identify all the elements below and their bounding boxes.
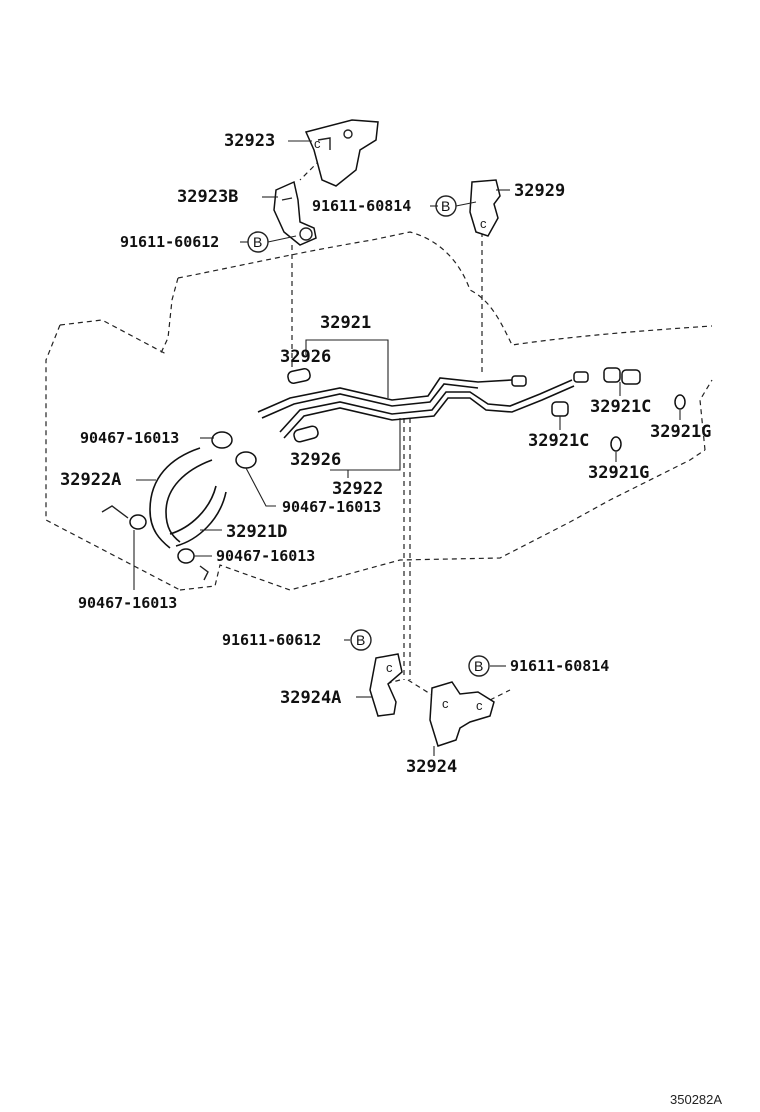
figure-code: 350282A <box>670 1092 722 1107</box>
label-91611-60612-low: 91611-60612 <box>222 631 321 649</box>
label-32923: 32923 <box>224 131 275 151</box>
transmission-outline <box>45 231 713 591</box>
label-90467-16013-bottom: 90467-16013 <box>78 594 177 612</box>
label-32921G-right: 32921G <box>650 422 711 442</box>
hose-32922A <box>149 447 213 549</box>
label-32926-top: 32926 <box>280 347 331 367</box>
fitting-32921C-right <box>603 367 641 385</box>
ring-32921G-left <box>610 436 622 452</box>
hose-32921D <box>101 485 227 581</box>
label-32926-bottom: 32926 <box>290 450 341 470</box>
clip-90467-top <box>211 431 233 449</box>
label-91611-60814-low: 91611-60814 <box>510 657 609 675</box>
callout-b-low-left: B <box>350 629 372 651</box>
label-91611-60814-top: 91611-60814 <box>312 197 411 215</box>
guide-lines <box>291 159 511 701</box>
svg-text:c: c <box>314 136 321 151</box>
bracket-32924: c c <box>429 681 495 747</box>
hose-32926-bottom <box>293 425 319 443</box>
label-32929: 32929 <box>514 181 565 201</box>
svg-text:c: c <box>476 698 483 713</box>
label-32924A: 32924A <box>280 688 341 708</box>
fitting-32921C-left <box>551 401 569 417</box>
clip-90467-low <box>177 548 195 564</box>
label-32924: 32924 <box>406 757 457 777</box>
svg-text:c: c <box>386 660 393 675</box>
bracket-32929: c <box>469 179 501 237</box>
svg-text:B: B <box>356 632 365 648</box>
ring-32921G-right <box>674 394 686 410</box>
label-32921G-left: 32921G <box>588 463 649 483</box>
fuel-tubes <box>257 371 589 439</box>
label-32923B: 32923B <box>177 187 238 207</box>
svg-text:c: c <box>442 696 449 711</box>
bracket-32924A: c <box>369 653 403 717</box>
svg-text:c: c <box>480 216 487 231</box>
label-32922: 32922 <box>332 479 383 499</box>
bracket-32923: c <box>304 119 379 187</box>
bracket-32923B <box>273 180 317 246</box>
clip-90467-bottom <box>129 514 147 530</box>
label-90467-16013-top: 90467-16013 <box>80 429 179 447</box>
label-32921C-right: 32921C <box>590 397 651 417</box>
label-32922A: 32922A <box>60 470 121 490</box>
callout-b-top-left: B <box>247 231 269 253</box>
callout-b-top-right: B <box>435 195 457 217</box>
label-32921C-left: 32921C <box>528 431 589 451</box>
label-91611-60612-top: 91611-60612 <box>120 233 219 251</box>
label-32921D: 32921D <box>226 522 287 542</box>
svg-text:B: B <box>474 658 483 674</box>
label-90467-16013-mid: 90467-16013 <box>282 498 381 516</box>
label-90467-16013-low: 90467-16013 <box>216 547 315 565</box>
part-labels: 32923 32923B 91611-60612 91611-60814 329… <box>60 131 722 1107</box>
svg-text:B: B <box>441 198 450 214</box>
label-32921: 32921 <box>320 313 371 333</box>
hose-32926-top <box>287 368 311 384</box>
clip-90467-mid <box>235 451 257 469</box>
callout-b-low-right: B <box>468 655 490 677</box>
svg-text:B: B <box>253 234 262 250</box>
